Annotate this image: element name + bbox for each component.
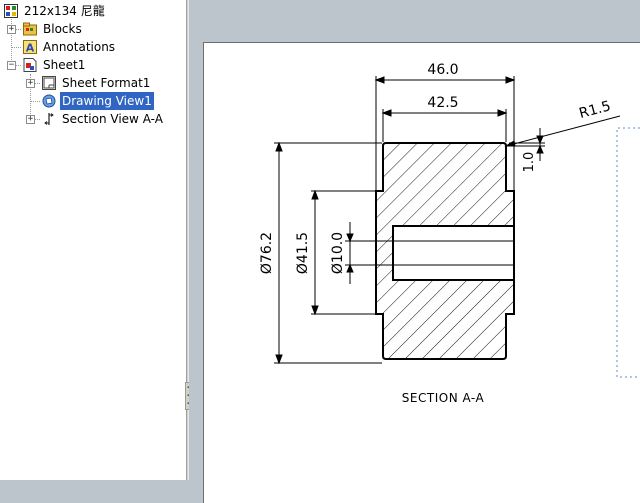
- drawing-document-icon: [4, 4, 18, 18]
- tree-item-section-view[interactable]: Section View A-A: [0, 110, 186, 128]
- expand-toggle-icon[interactable]: +: [26, 114, 35, 124]
- expand-toggle-icon[interactable]: +: [26, 78, 35, 88]
- view-boundary[interactable]: [616, 127, 640, 378]
- tree-connector: [11, 65, 21, 66]
- tree-item-sheet-format1[interactable]: Sheet Format1: [0, 74, 186, 92]
- collapse-toggle-icon[interactable]: −: [7, 60, 16, 70]
- section-hatch-top: [376, 143, 514, 226]
- dimension-bore-diameter[interactable]: [345, 222, 375, 284]
- dimension-46[interactable]: [374, 76, 516, 190]
- svg-text:A: A: [26, 42, 35, 55]
- section-hatch-bottom: [376, 280, 514, 359]
- tree-item-drawing-view1[interactable]: Drawing View1: [0, 92, 186, 110]
- expand-toggle-icon[interactable]: +: [7, 24, 16, 34]
- radius-leader[interactable]: [504, 115, 621, 147]
- section-view-drawing[interactable]: 46.0 42.5 R1.5 1.0 Ø76: [189, 0, 640, 480]
- tree-connector: [11, 47, 21, 48]
- section-hatch-left: [376, 226, 393, 280]
- tree-connector: [30, 119, 40, 120]
- tree-connector: [30, 74, 31, 120]
- dimension-hub-diameter[interactable]: [311, 189, 375, 316]
- drawing-canvas[interactable]: 46.0 42.5 R1.5 1.0 Ø76: [189, 0, 640, 503]
- blocks-folder-icon: [23, 22, 37, 36]
- part-outline: [375, 142, 515, 360]
- tree-connector: [11, 16, 12, 66]
- drawing-view-icon: [42, 94, 56, 108]
- tree-item-annotations[interactable]: A Annotations: [0, 38, 186, 56]
- tree-item-label: Blocks: [43, 22, 82, 36]
- tree-item-blocks[interactable]: Blocks: [0, 20, 186, 38]
- dimension-text[interactable]: Ø41.5: [295, 232, 311, 274]
- dimension-text[interactable]: Ø76.2: [259, 232, 275, 274]
- tree-connector: [11, 29, 21, 30]
- feature-tree-panel: 212x134 尼龍 + Blocks A Annotations − Shee…: [0, 0, 186, 480]
- dimension-text[interactable]: Ø10.0: [330, 232, 346, 274]
- tree-connector: [30, 101, 40, 102]
- tree-root-label: 212x134 尼龍: [24, 4, 105, 18]
- bore-outline: [392, 225, 515, 281]
- tree-item-sheet1[interactable]: Sheet1: [0, 56, 186, 74]
- dimension-text[interactable]: 42.5: [427, 95, 458, 111]
- section-view-icon: [44, 113, 54, 125]
- dimension-text[interactable]: 1.0: [522, 152, 537, 173]
- panel-splitter[interactable]: [186, 0, 189, 480]
- dimension-text[interactable]: 46.0: [427, 62, 458, 78]
- tree-item-label: Annotations: [43, 40, 116, 54]
- dimension-42-5[interactable]: [381, 109, 508, 142]
- dimension-outer-diameter[interactable]: [274, 141, 382, 365]
- tree-root[interactable]: 212x134 尼龍: [0, 2, 186, 20]
- tree-connector: [30, 83, 40, 84]
- dimension-text[interactable]: R1.5: [577, 98, 612, 122]
- sheet-icon: [23, 58, 37, 72]
- tree-item-label: Sheet Format1: [62, 76, 151, 90]
- dimension-1-0[interactable]: [509, 128, 545, 161]
- tree-item-label: Drawing View1: [60, 92, 154, 110]
- annotations-icon: A: [23, 40, 37, 54]
- tree-item-label: Section View A-A: [62, 112, 163, 126]
- section-view-label[interactable]: SECTION A-A: [402, 391, 485, 405]
- tree-item-label: Sheet1: [43, 58, 86, 72]
- sheet-format-icon: [42, 76, 56, 90]
